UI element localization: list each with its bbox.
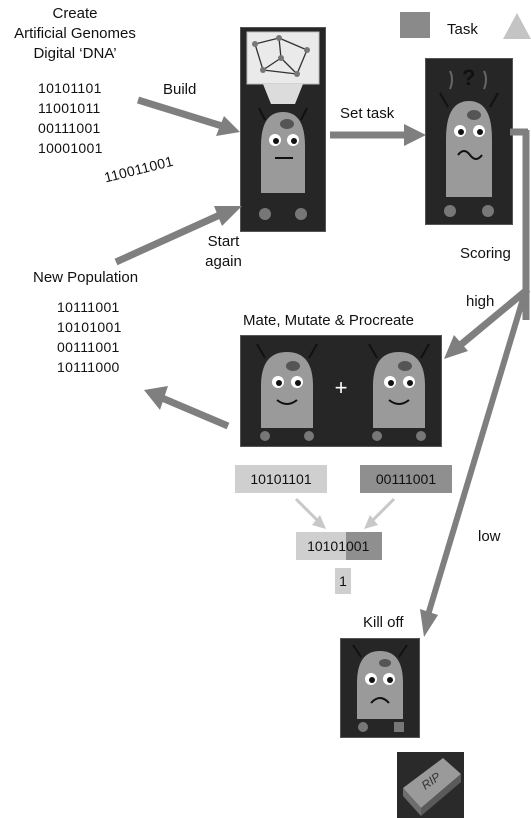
genome-item: 10001001 <box>38 140 103 156</box>
kill-robot-panel <box>340 638 420 738</box>
initial-genome-list: 10101101 11001011 00111001 10001001 <box>38 78 103 158</box>
confused-robot-icon: ? <box>439 65 499 217</box>
create-title-line3: Digital ‘DNA’ <box>33 45 117 62</box>
parent-a-genome: 10101101 <box>235 465 327 493</box>
genome-item: 10101101 <box>38 80 102 96</box>
rotated-genome: 110011001 <box>102 152 175 186</box>
tombstone-panel: RIP <box>397 752 464 818</box>
low-arrow <box>420 288 529 637</box>
start-again-line1: Start <box>207 233 240 250</box>
mating-robots-icon <box>256 343 430 441</box>
genome-item: 10111001 <box>57 299 120 315</box>
genome-item: 10111000 <box>57 359 120 375</box>
new-population-list: 10111001 10101001 00111001 10111000 <box>57 297 122 377</box>
plus-sign: + <box>334 375 348 400</box>
mate-title: Mate, Mutate & Procreate <box>243 312 414 329</box>
start-again-arrow <box>114 206 242 266</box>
procreate-arrow <box>144 386 230 430</box>
tombstone-icon <box>403 758 461 816</box>
genome-item: 00111001 <box>38 120 101 136</box>
high-label: high <box>466 293 495 310</box>
genome-item: 10101001 <box>57 319 122 335</box>
mutation-bit: 1 <box>335 568 351 594</box>
crossover-arrows <box>294 497 396 529</box>
genome-item: 00111001 <box>57 339 120 355</box>
low-label: low <box>478 528 501 545</box>
set-task-label: Set task <box>340 105 395 122</box>
build-robot-panel <box>240 27 326 232</box>
child-genome-right: 001 <box>346 532 382 560</box>
task-robot-panel: ? <box>425 58 513 225</box>
sad-robot-icon <box>352 644 408 732</box>
mate-robot-panel: + <box>240 335 442 447</box>
child-genome-left: 10101 <box>296 532 346 560</box>
high-arrow <box>444 286 531 359</box>
set-task-arrow <box>330 124 426 146</box>
new-population-title: New Population <box>33 269 139 286</box>
scoring-label: Scoring <box>460 245 511 262</box>
genome-item: 11001011 <box>38 100 101 116</box>
start-again-line2: again <box>205 253 242 270</box>
create-title-line1: Create <box>52 5 98 22</box>
create-title: Create Artificial Genomes Digital ‘DNA’ <box>0 4 150 64</box>
build-label: Build <box>163 81 197 98</box>
legend-task-label: Task <box>447 21 478 38</box>
parent-b-genome: 00111001 <box>360 465 452 493</box>
create-title-line2: Artificial Genomes <box>14 25 136 42</box>
start-again-label: Start again <box>196 232 251 272</box>
kill-title: Kill off <box>363 614 404 631</box>
svg-text:?: ? <box>462 65 475 90</box>
legend-square-icon <box>400 12 430 38</box>
build-arrow <box>136 96 240 136</box>
robot-blueprint-icon <box>246 31 320 220</box>
legend-triangle-icon <box>503 13 531 39</box>
